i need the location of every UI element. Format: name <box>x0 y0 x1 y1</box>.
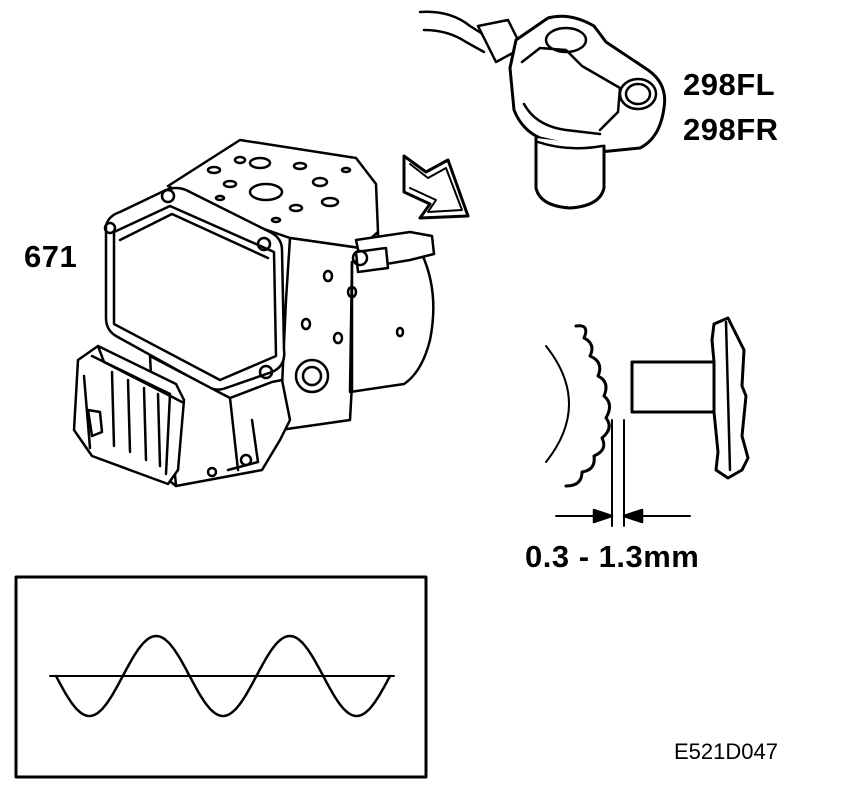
sine-wave-signal-icon <box>54 634 392 718</box>
direction-arrow-icon <box>402 154 470 220</box>
figure-code-label: E521D047 <box>674 739 778 764</box>
air-gap-label: 0.3 - 1.3mm <box>525 539 700 574</box>
abs-hydraulic-unit-icon <box>72 138 436 488</box>
signal-panel <box>14 575 428 779</box>
abs-unit-label: 671 <box>24 239 78 274</box>
tone-ring-icon <box>545 316 750 527</box>
sensor-front-left-label: 298FL <box>683 67 776 102</box>
wheel-speed-sensor-icon <box>418 10 667 210</box>
sensor-front-right-label: 298FR <box>683 112 779 147</box>
